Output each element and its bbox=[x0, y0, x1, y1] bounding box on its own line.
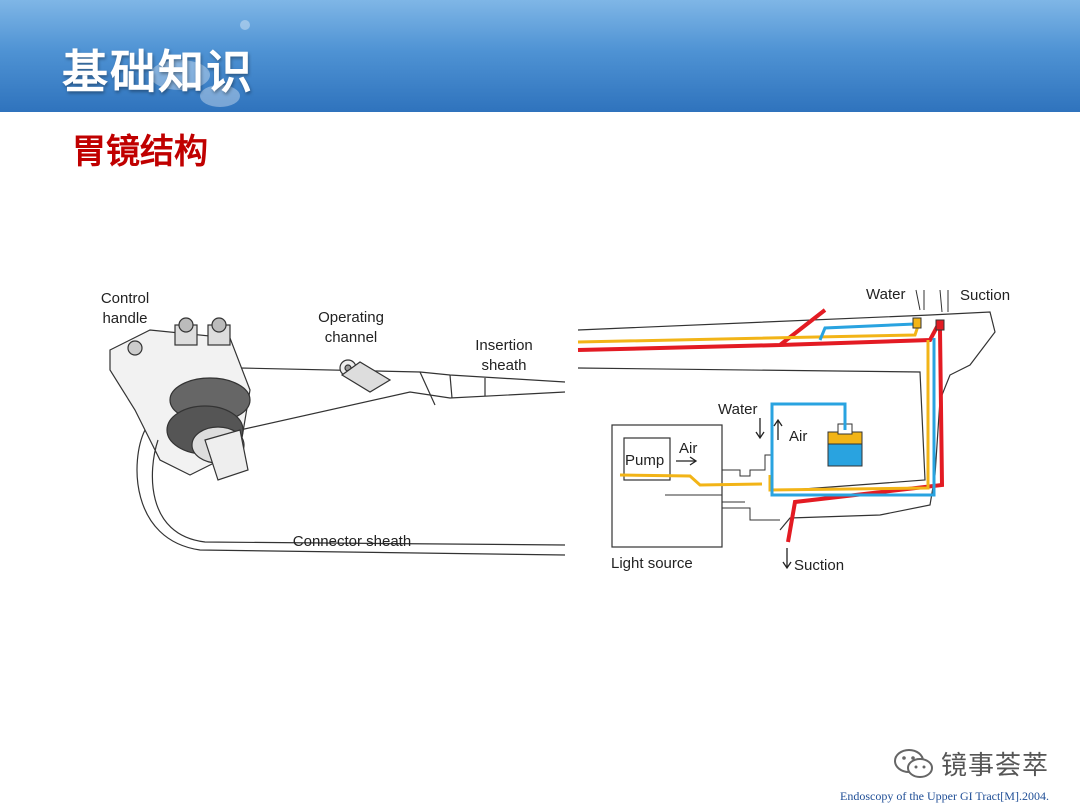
water-splash-decoration bbox=[240, 20, 250, 30]
water-splash-decoration bbox=[200, 85, 240, 107]
pump-air-label: Air bbox=[679, 440, 697, 457]
watermark: 镜事荟萃 bbox=[893, 745, 1049, 782]
slide-subtitle: 胃镜结构 bbox=[72, 132, 208, 172]
endoscope-illustration bbox=[109, 317, 566, 556]
suction-valve-label: Suction bbox=[960, 287, 1010, 304]
watermark-text: 镜事荟萃 bbox=[941, 751, 1050, 781]
operating-channel-label-line2: channel bbox=[325, 329, 378, 346]
light-source-label: Light source bbox=[611, 555, 693, 572]
slide-title: 基础知识 bbox=[62, 45, 254, 99]
citation: Endoscopy of the Upper GI Tract[M].2004. bbox=[840, 789, 1049, 803]
pump-label: Pump bbox=[625, 452, 664, 469]
endoscope-diagram: Control handle Operating channel Inserti… bbox=[101, 286, 1010, 574]
header-banner: 基础知识 bbox=[0, 0, 1080, 112]
wechat-icon bbox=[894, 748, 933, 778]
control-handle-label-line1: Control bbox=[101, 290, 149, 307]
connector-sheath-label: Connector sheath bbox=[293, 533, 411, 550]
control-handle-label-line2: handle bbox=[102, 310, 147, 327]
water-valve-label: Water bbox=[866, 286, 905, 303]
insertion-sheath-label-line2: sheath bbox=[481, 357, 526, 374]
operating-channel-label-line1: Operating bbox=[318, 309, 384, 326]
insertion-sheath-label-line1: Insertion bbox=[475, 337, 533, 354]
endoscope-schematic bbox=[577, 289, 996, 570]
suction-outlet-label: Suction bbox=[794, 557, 844, 574]
water-flow-label: Water bbox=[718, 401, 757, 418]
air-flow-label: Air bbox=[789, 428, 807, 445]
water-splash-decoration bbox=[150, 60, 210, 90]
